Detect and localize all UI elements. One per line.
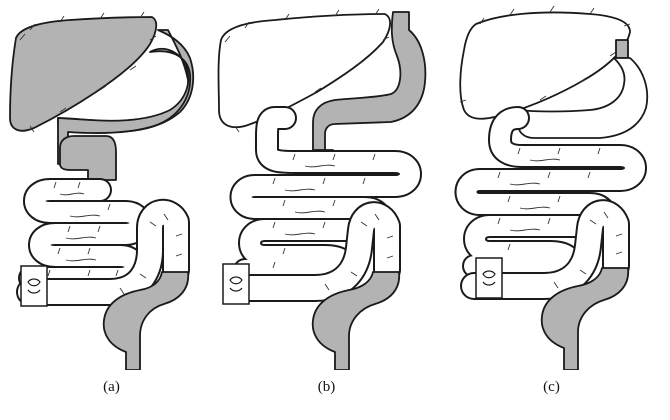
stoma-box-icon [222,263,250,305]
esophagus [615,39,629,59]
small-bowel [454,106,647,278]
rectum [102,271,190,370]
colon [16,199,190,306]
colon [460,199,630,300]
panel-c: (c) [440,0,663,420]
rectum [540,267,630,370]
colon [231,201,401,302]
panel-a-label: (a) [103,379,120,395]
stoma-box-icon [20,265,48,307]
small-bowel [18,178,152,290]
panel-b-label: (b) [317,379,336,395]
stoma-box-icon [475,257,503,299]
panel-a: (a) [0,0,223,420]
duodenum [59,135,117,181]
liver [217,13,391,129]
liver [9,16,158,132]
panel-c-label: (c) [543,379,560,395]
panel-a-drawing [9,11,195,370]
panel-b-drawing [217,8,427,370]
rectum [311,271,401,370]
panel-b: (b) [215,0,438,420]
small-bowel [229,106,422,282]
panel-c-drawing [454,5,649,370]
liver [459,11,631,120]
stomach [312,11,427,161]
